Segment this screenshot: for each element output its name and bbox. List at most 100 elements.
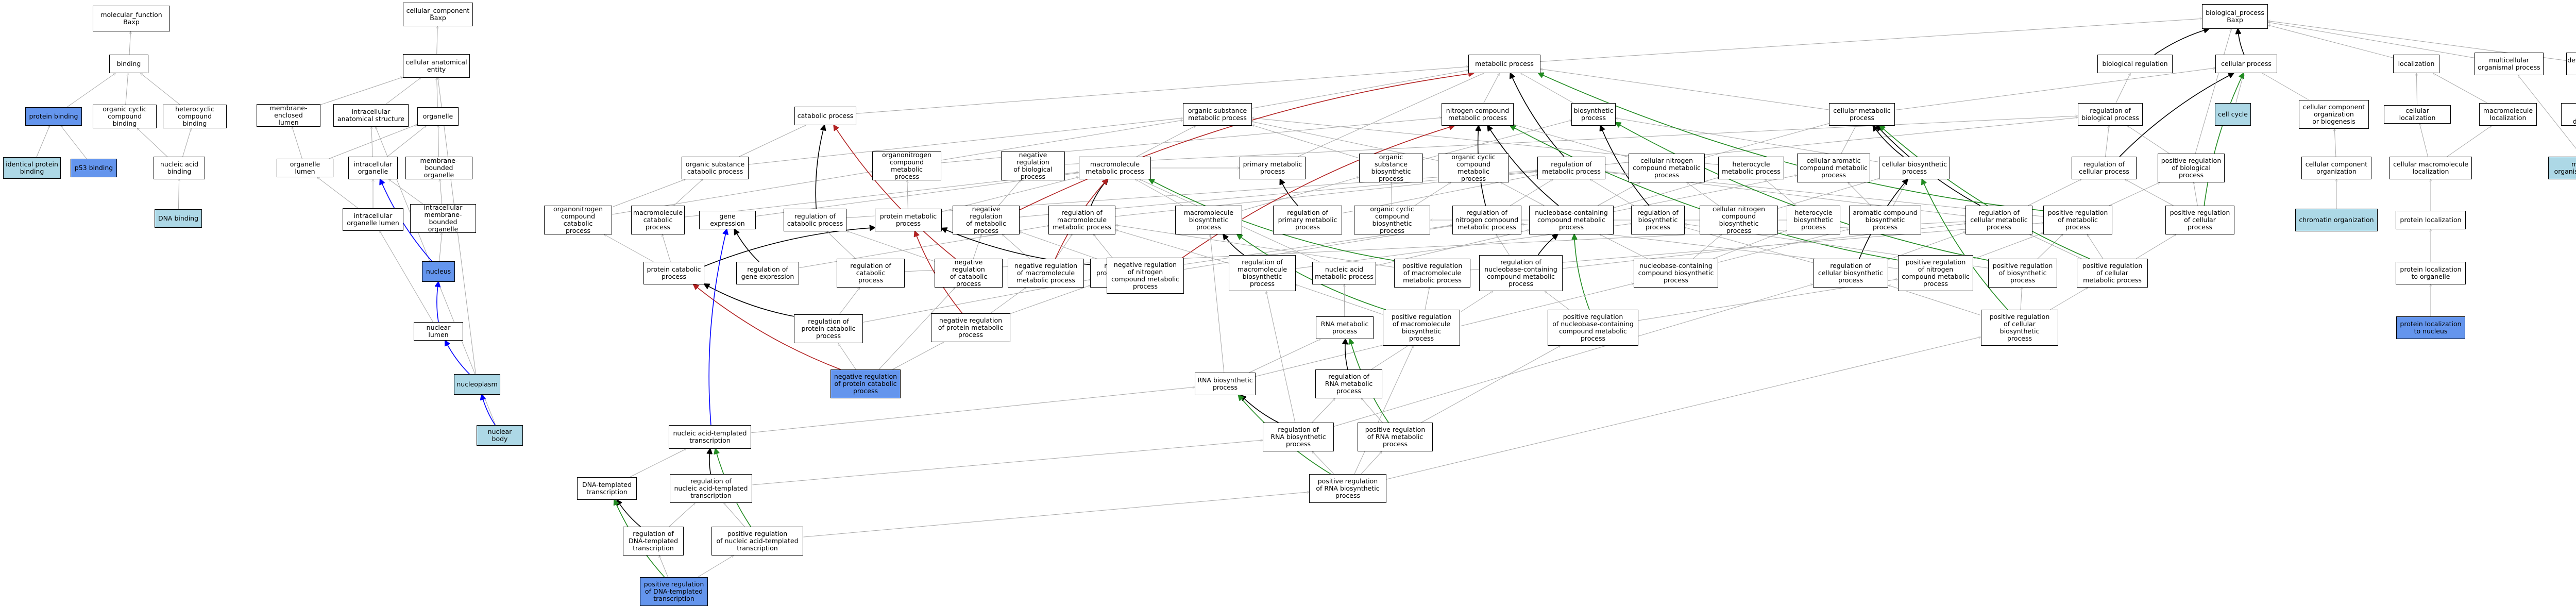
term-node-na-templ[interactable]: nucleic acid-templated transcription [669,425,751,449]
term-node-macro-metab[interactable]: macromolecule metabolic process [1079,157,1151,179]
term-node-catab[interactable]: catabolic process [794,107,856,125]
term-node-na-bind[interactable]: nucleic acid binding [154,157,205,179]
term-node-primary-metab[interactable]: primary metabolic process [1240,157,1306,179]
term-node-reg-cell-metab[interactable]: regulation of cellular metabolic process [1965,206,2032,234]
term-node-reg-catab[interactable]: regulation of catabolic process [784,209,846,231]
term-node-reg-catab2[interactable]: regulation of catabolic process [837,259,905,288]
term-node-org-cyclic-bind[interactable]: organic cyclic compound binding [93,105,157,128]
term-node-nuc-lumen[interactable]: nuclear lumen [414,322,463,341]
term-node-metab[interactable]: metabolic process [1468,55,1540,73]
term-node-reg-cell-proc[interactable]: regulation of cellular process [2072,157,2137,179]
term-node-pos-reg-macro-bios[interactable]: positive regulation of macromolecule bio… [1383,310,1460,346]
term-node-arom-metab[interactable]: cellular aromatic compound metabolic pro… [1797,154,1870,182]
term-node-reg-na-templ[interactable]: regulation of nucleic acid-templated tra… [670,474,752,503]
term-node-prot-catab[interactable]: protein catabolic process [643,262,704,284]
term-node-prot-metab[interactable]: protein metabolic process [875,209,942,231]
term-node-cell-macro-loc[interactable]: cellular macromolecule localization [2389,157,2472,179]
term-node-cell-metab[interactable]: cellular metabolic process [1829,103,1895,126]
term-node-neg-reg-metab[interactable]: negative regulation of metabolic process [953,206,1020,234]
term-node-ias[interactable]: intracellular anatomical structure [333,104,409,127]
term-node-reg-gene-expr[interactable]: regulation of gene expression [736,262,799,284]
term-node-bp[interactable]: biological_process Baxp [2202,4,2268,29]
term-node-ic-org[interactable]: intracellular organelle [348,157,398,179]
term-node-nucleus[interactable]: nucleus [422,261,455,282]
term-node-org-sub-bios[interactable]: organic substance biosynthetic process [1359,154,1423,182]
term-node-cco[interactable]: cellular component organization or bioge… [2299,100,2369,129]
term-node-pos-reg-cell[interactable]: positive regulation of cellular process [2165,206,2234,234]
term-node-prot-loc-nuc[interactable]: protein localization to nucleus [2396,316,2465,339]
term-node-n-comp-metab[interactable]: nitrogen compound metabolic process [1442,103,1514,126]
term-node-dev-proc[interactable]: developmental process [2566,53,2576,75]
term-node-multi-dev[interactable]: multicellular organism development [2548,157,2576,179]
term-node-reg-rna-metab[interactable]: regulation of RNA metabolic process [1315,369,1382,398]
term-node-reg-nucbase-metab[interactable]: regulation of nucleobase-containing comp… [1479,255,1563,291]
term-node-org-sub-catab[interactable]: organic substance catabolic process [682,157,749,179]
term-node-pos-reg-bios[interactable]: positive regulation of biosynthetic proc… [1988,259,2057,288]
term-node-nucbase-metab[interactable]: nucleobase-containing compound metabolic… [1529,206,1614,234]
term-node-pos-reg-nucbase-metab[interactable]: positive regulation of nucleobase-contai… [1548,310,1638,346]
term-node-org-cyc-bios[interactable]: organic cyclic compound biosynthetic pro… [1354,206,1430,234]
term-node-reg-cell-bios[interactable]: regulation of cellular biosynthetic proc… [1813,259,1888,288]
term-node-prot-loc[interactable]: protein localization [2396,211,2466,229]
term-node-org-lumen[interactable]: organelle lumen [277,159,333,177]
term-node-reg-prim-metab[interactable]: regulation of primary metabolic process [1273,206,1342,234]
term-node-macro-loc[interactable]: macromolecule localization [2479,103,2537,126]
term-node-mbo[interactable]: membrane-bounded organelle [405,157,472,179]
term-node-pos-reg-cell-metab[interactable]: positive regulation of cellular metaboli… [2077,259,2148,288]
term-node-p53[interactable]: p53 binding [71,159,117,177]
term-node-orgN-metab[interactable]: organonitrogen compound metabolic proces… [872,152,941,180]
term-node-reg-prot-catab[interactable]: regulation of protein catabolic process [794,314,863,343]
term-node-dna-bind[interactable]: DNA binding [155,209,202,228]
term-node-ic-org-lumen[interactable]: intracellular organelle lumen [343,208,403,231]
term-node-reg-dna-templ[interactable]: regulation of DNA-templated transcriptio… [623,527,684,556]
term-node-reg-metab[interactable]: regulation of metabolic process [1537,157,1605,179]
term-node-dna-templ[interactable]: DNA-templated transcription [577,477,637,500]
term-node-anat-dev[interactable]: anatomical structure development [2561,103,2576,126]
term-node-gene-expr[interactable]: gene expression [699,211,756,229]
term-node-cellN-bios[interactable]: cellular nitrogen compound biosynthetic … [1700,206,1778,234]
term-node-neg-reg-macro-metab[interactable]: negative regulation of macromolecule met… [1008,259,1084,288]
term-node-prot-loc-org[interactable]: protein localization to organelle [2396,262,2466,284]
term-node-organelle[interactable]: organelle [417,107,459,126]
term-node-biosynth[interactable]: biosynthetic process [1571,103,1616,126]
term-node-reg-macro-metab[interactable]: regulation of macromolecule metabolic pr… [1048,206,1115,234]
term-node-pos-reg-N-metab[interactable]: positive regulation of nitrogen compound… [1898,255,1973,291]
term-node-pos-reg-metab[interactable]: positive regulation of metabolic process [2043,206,2112,234]
term-node-pos-reg-bio[interactable]: positive regulation of biological proces… [2158,154,2225,182]
term-node-neg-reg-catab[interactable]: negative regulation of catabolic process [935,259,1003,288]
term-node-binding[interactable]: binding [109,55,148,73]
term-node-reg-rna-bios[interactable]: regulation of RNA biosynthetic process [1263,423,1334,451]
term-node-orgN-catab[interactable]: organonitrogen compound catabolic proces… [544,206,612,234]
term-node-bio-reg[interactable]: biological regulation [2097,55,2173,73]
term-node-localization[interactable]: localization [2393,55,2439,73]
term-node-nuc-body[interactable]: nuclear body [477,425,523,446]
term-node-neg-reg-N-metab[interactable]: negative regulation of nitrogen compound… [1107,258,1184,294]
term-node-pos-reg-rna-bios[interactable]: positive regulation of RNA biosynthetic … [1309,474,1386,503]
term-node-neg-reg-prot-metab[interactable]: negative regulation of protein metabolic… [931,313,1010,342]
term-node-neg-reg-prot-catab[interactable]: negative regulation of protein catabolic… [831,369,901,398]
term-node-org-cyc-metab[interactable]: organic cyclic compound metabolic proces… [1438,154,1509,182]
term-node-identical-prot[interactable]: identical protein binding [3,157,61,179]
term-node-pos-reg-rna-metab[interactable]: positive regulation of RNA metabolic pro… [1358,423,1433,451]
term-node-chromatin-org[interactable]: chromatin organization [2295,209,2378,231]
term-node-pos-reg-na-templ[interactable]: positive regulation of nucleic acid-temp… [711,527,803,556]
term-node-na-metab[interactable]: nucleic acid metabolic process [1312,262,1376,284]
term-node-reg-N-metab[interactable]: regulation of nitrogen compound metaboli… [1452,206,1521,234]
term-node-cell-loc[interactable]: cellular localization [2384,105,2451,124]
term-node-rna-metab[interactable]: RNA metabolic process [1316,316,1374,339]
term-node-cell-bios[interactable]: cellular biosynthetic process [1879,157,1950,179]
term-node-pos-reg-cell-bios[interactable]: positive regulation of cellular biosynth… [1981,310,2058,346]
term-node-hetero-metab[interactable]: heterocycle metabolic process [1718,157,1784,179]
term-node-cc[interactable]: cellular_component Baxp [403,3,473,26]
term-node-org-sub-metab[interactable]: organic substance metabolic process [1183,103,1252,126]
term-node-hetero-bind[interactable]: heterocyclic compound binding [163,105,227,128]
term-node-imbo[interactable]: intracellular membrane-bounded organelle [410,204,476,233]
term-node-hetero-bios[interactable]: heterocycle biosynthetic process [1787,206,1840,234]
term-node-protein-binding[interactable]: protein binding [25,107,82,126]
term-node-neg-reg-bio[interactable]: negative regulation of biological proces… [1001,152,1065,180]
term-node-macro-bios[interactable]: macromolecule biosynthetic process [1175,206,1242,234]
term-node-reg-macro-bios[interactable]: regulation of macromolecule biosynthetic… [1229,255,1296,291]
term-node-nucbase-bios[interactable]: nucleobase-containing compound biosynthe… [1634,259,1718,288]
term-node-reg-bio[interactable]: regulation of biological process [2078,103,2143,126]
term-node-cell-proc[interactable]: cellular process [2215,55,2277,73]
